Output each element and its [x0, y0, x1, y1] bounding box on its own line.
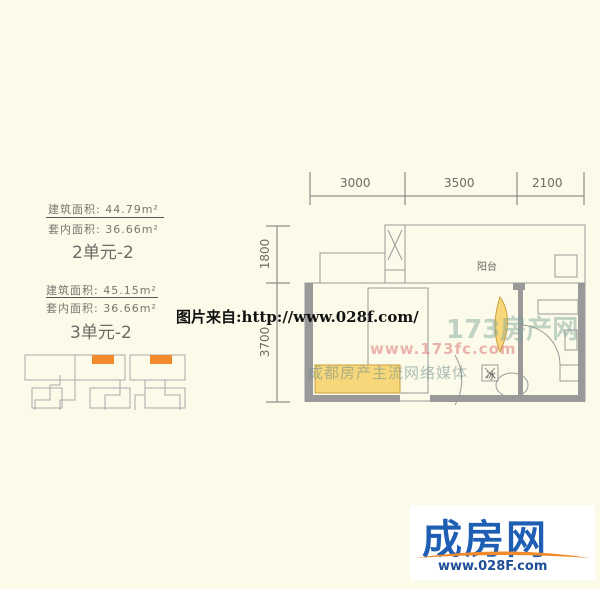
table-furniture: [494, 295, 508, 354]
highlight-unit-3: [150, 355, 172, 364]
balcony-label: 阳台: [477, 260, 497, 273]
divider: [46, 217, 164, 218]
watermark-site-name: 173房产网: [446, 315, 579, 345]
dim-2100: 2100: [532, 176, 563, 190]
logo-swoosh: [415, 551, 590, 558]
bed-furniture: [314, 364, 401, 394]
logo: 成房网 www.028F.com: [410, 505, 595, 580]
unit-2-name: 2单元-2: [72, 243, 134, 263]
dim-1800: 1800: [258, 238, 272, 270]
unit-2-net-area: 套内面积: 36.66m²: [48, 223, 159, 236]
dim-3000: 3000: [340, 176, 371, 190]
fridge-label: 冰: [486, 369, 496, 382]
unit-3-gross-area: 建筑面积: 45.15m²: [46, 284, 157, 297]
key-plan: [24, 354, 186, 410]
unit-2-gross-area: 建筑面积: 44.79m²: [48, 203, 159, 216]
unit-3-net-area: 套内面积: 36.66m²: [46, 302, 157, 315]
logo-url: www.028F.com: [438, 559, 548, 574]
watermark-source: 图片来自:http://www.028f.com/: [176, 308, 419, 326]
dim-3500: 3500: [444, 176, 475, 190]
divider: [46, 297, 158, 298]
unit-3-name: 3单元-2: [70, 323, 132, 343]
watermark-site-url: www.173fc.com: [370, 340, 517, 358]
highlight-unit-2: [92, 355, 114, 364]
watermark-slogan: 成都房产主流网络媒体: [308, 364, 469, 382]
floor-plan: 阳台 冰: [304, 224, 586, 406]
dim-3700: 3700: [258, 326, 272, 358]
